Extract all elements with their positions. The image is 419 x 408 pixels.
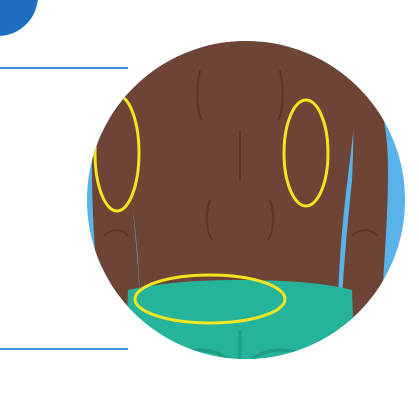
body-figure	[92, 0, 388, 403]
head-hair	[190, 0, 290, 35]
corner-badge-icon	[0, 0, 38, 36]
